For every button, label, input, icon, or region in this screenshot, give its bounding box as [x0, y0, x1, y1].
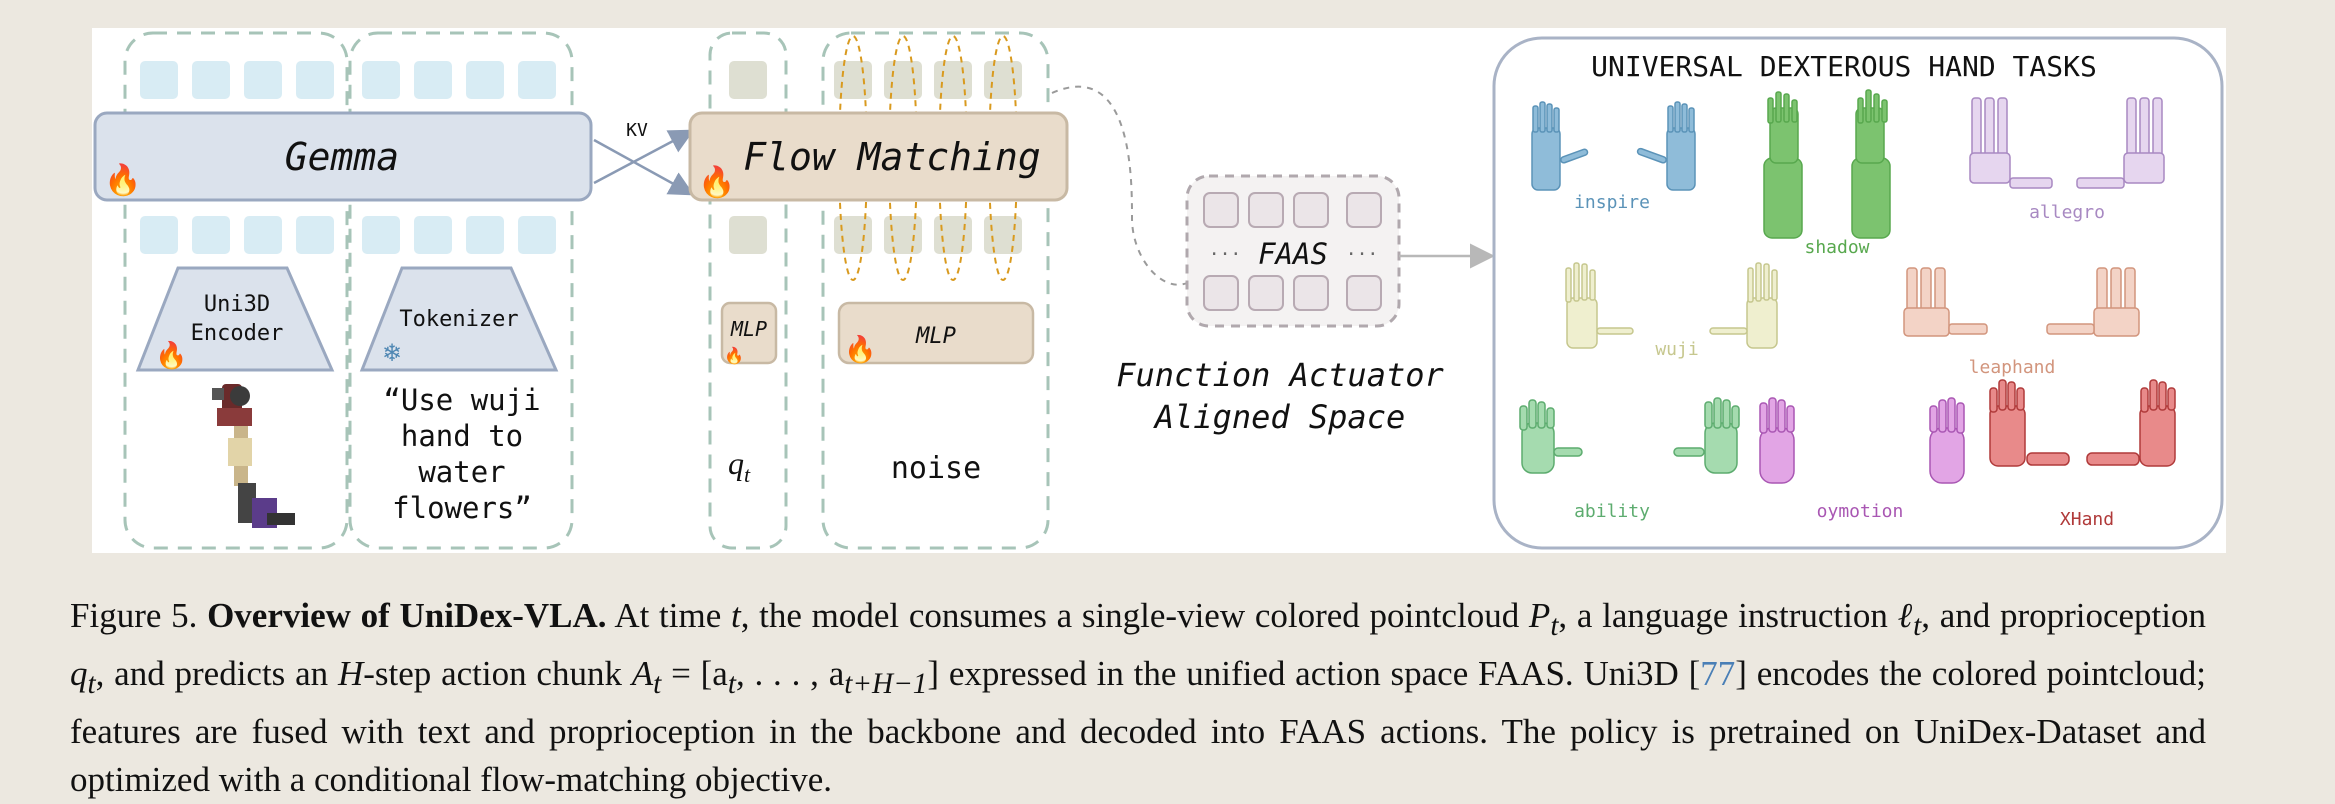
tokenizer: Tokenizer ❄	[359, 266, 559, 372]
hand-label-inspire: inspire	[1574, 192, 1650, 213]
kv-cross-arrows	[593, 129, 695, 196]
noise-mlp: MLP 🔥	[837, 301, 1035, 365]
instruction-line: hand to	[401, 419, 523, 453]
caption-text: , and predicts an	[95, 654, 329, 693]
math-symbol: A	[631, 654, 654, 693]
instruction-line: “Use wuji	[383, 383, 540, 417]
mlp-small-label: MLP	[730, 317, 767, 341]
math-text: , . . . , a	[735, 654, 845, 693]
faas-dots-right: ···	[1346, 244, 1379, 265]
faas-box: ··· FAAS ···	[1185, 174, 1401, 328]
caption-prefix: Figure 5.	[70, 596, 198, 635]
hand-xhand: XHand	[1989, 379, 2176, 530]
hand-label-oymotion: oymotion	[1817, 501, 1904, 522]
math-subscript: t	[653, 668, 662, 700]
caption-title: Overview of UniDex-VLA.	[207, 596, 607, 635]
caption-text: , the model consumes a single-view color…	[740, 596, 1520, 635]
faas-label: FAAS	[1258, 237, 1328, 271]
pointcloud-robot-image	[212, 384, 295, 528]
math-symbol: P	[1528, 596, 1551, 635]
caption-text: -step action chunk	[363, 654, 622, 693]
pointcloud-column	[123, 31, 349, 550]
instruction-text: “Use wuji hand to water flowers”	[383, 383, 540, 525]
math-text: ]	[927, 654, 940, 693]
gemma-label: Gemma	[285, 135, 399, 179]
noise-label: noise	[891, 451, 981, 486]
caption-text: , a language instruction	[1558, 596, 1888, 635]
snowflake-icon: ❄	[382, 341, 402, 367]
fire-icon: 🔥	[724, 346, 744, 365]
architecture-diagram: Gemma 🔥 KV Flow Matching 🔥 Uni3D Encoder…	[93, 31, 2224, 550]
proprio-label: qt	[728, 445, 751, 487]
math-symbol: t	[730, 596, 741, 635]
fire-icon: 🔥	[698, 164, 735, 199]
encoder-label-line2: Encoder	[191, 321, 284, 346]
mlp-large-label: MLP	[915, 324, 956, 349]
citation-link[interactable]: 77	[1700, 654, 1736, 693]
language-tokens-top	[362, 61, 556, 99]
hand-wuji: wuji	[1565, 262, 1778, 360]
hand-ability: ability	[1519, 397, 1740, 522]
hand-leaphand: leaphand	[1903, 267, 2140, 378]
tasks-title: UNIVERSAL DEXTEROUS HAND TASKS	[1591, 50, 2097, 83]
math-subscript: t	[727, 668, 736, 700]
figure-panel: Gemma 🔥 KV Flow Matching 🔥 Uni3D Encoder…	[92, 28, 2226, 553]
math-symbol: H	[337, 654, 364, 693]
faas-full-line2: Aligned Space	[1153, 398, 1405, 436]
pointcloud-tokens-top	[140, 61, 334, 99]
hand-label-leaphand: leaphand	[1969, 357, 2056, 378]
math-symbol: ℓ	[1897, 596, 1914, 635]
hand-label-xhand: XHand	[2060, 509, 2114, 530]
flow-matching-box: Flow Matching 🔥	[688, 111, 1069, 202]
math-subscript: t	[1550, 610, 1559, 642]
math-symbol: q	[70, 654, 88, 693]
faas-dots-left: ···	[1209, 244, 1242, 265]
instruction-line: flowers”	[392, 491, 532, 525]
math-subscript: t	[87, 668, 96, 700]
math-subscript: t	[1913, 610, 1922, 642]
kv-label: KV	[626, 120, 648, 141]
figure-caption: Figure 5. Overview of UniDex-VLA. At tim…	[70, 592, 2206, 804]
math-text: = [a	[661, 654, 728, 693]
hand-label-wuji: wuji	[1655, 339, 1698, 360]
hand-label-ability: ability	[1574, 501, 1650, 522]
hand-label-shadow: shadow	[1804, 237, 1869, 258]
proprio-mlp: MLP 🔥	[720, 301, 778, 365]
hand-oymotion: oymotion	[1759, 397, 1965, 522]
math-subscript: t+H−1	[844, 668, 928, 700]
uni3d-encoder: Uni3D Encoder 🔥	[135, 266, 335, 372]
proprio-column	[708, 31, 788, 550]
hand-label-allegro: allegro	[2029, 202, 2105, 223]
fire-icon: 🔥	[155, 340, 187, 370]
language-tokens-bottom	[362, 216, 556, 254]
language-column	[348, 31, 574, 550]
caption-text: At time	[614, 596, 722, 635]
faas-full-line1: Function Actuator	[1116, 356, 1444, 394]
instruction-line: water	[418, 455, 505, 489]
flow-matching-label: Flow Matching	[743, 135, 1040, 179]
flow-to-faas-connector	[1051, 85, 1188, 286]
noise-column	[821, 31, 1050, 550]
hand-inspire: inspire	[1531, 101, 1696, 213]
proprio-tokens	[729, 61, 767, 254]
fire-icon: 🔥	[844, 334, 876, 364]
caption-text: expressed in the unified action space FA…	[948, 654, 1701, 693]
hand-shadow: shadow	[1763, 89, 1891, 258]
gemma-backbone: Gemma 🔥	[93, 111, 593, 202]
pointcloud-tokens-bottom	[140, 216, 334, 254]
hand-allegro: allegro	[1969, 97, 2165, 223]
caption-text: , and proprioception	[1921, 596, 2207, 635]
tokenizer-label: Tokenizer	[399, 307, 518, 332]
fire-icon: 🔥	[104, 162, 141, 197]
encoder-label-line1: Uni3D	[204, 292, 270, 317]
